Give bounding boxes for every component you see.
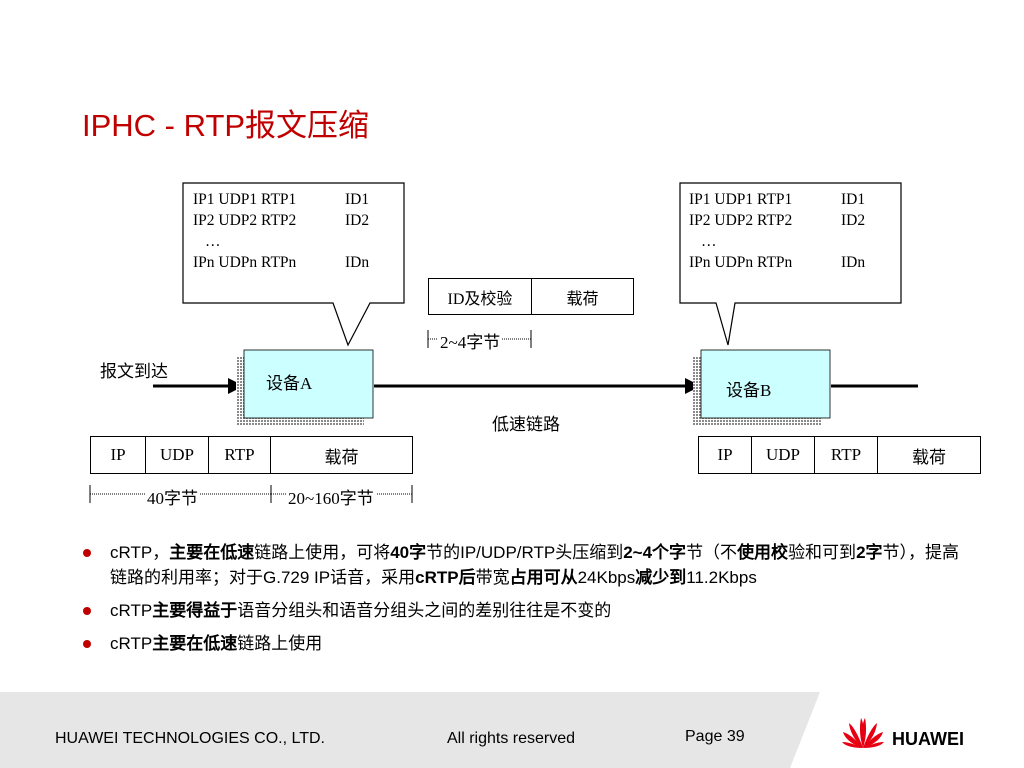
callout-b-row: IPn UDPn RTPn IDn: [689, 252, 865, 273]
bullet-segment: cRTP，: [110, 543, 170, 562]
bullet-list: cRTP，主要在低速链路上使用，可将40字节的IP/UDP/RTP头压缩到2~4…: [80, 540, 960, 664]
bullet-dot-icon: [83, 549, 91, 557]
bullet-segment: 2~4个字: [623, 543, 687, 562]
callout-a-flow: IP1 UDP1 RTP1: [193, 191, 297, 208]
header-size-label: 40字节: [145, 484, 200, 509]
bullet-segment: 链路上使用，可将: [254, 543, 391, 562]
bullet-item: cRTP主要在低速链路上使用: [80, 631, 960, 656]
bullet-segment: 带宽: [475, 568, 510, 587]
arrival-label: 报文到达: [100, 362, 168, 381]
footer-company: HUAWEI TECHNOLOGIES CO., LTD.: [55, 730, 325, 747]
bullet-segment: 11.2Kbps: [686, 568, 757, 587]
bullet-item: cRTP主要得益于语音分组头和语音分组头之间的差别往往是不变的: [80, 598, 960, 623]
device-b-label: 设备B: [726, 381, 772, 400]
bullet-segment: 节（不: [686, 543, 738, 562]
callout-a-bubble: [182, 182, 405, 347]
bullet-segment: 减少到: [635, 568, 687, 587]
callout-a-flow: IPn UDPn RTPn: [193, 254, 297, 271]
callout-a-table: IP1 UDP1 RTP1 ID1 IP2 UDP2 RTP2 ID2 … IP…: [193, 189, 369, 273]
footer: HUAWEI TECHNOLOGIES CO., LTD. All rights…: [0, 692, 1024, 768]
bullet-segment: 验和可到: [788, 543, 857, 562]
callout-b-flow: IPn UDPn RTPn: [689, 254, 793, 271]
callout-b-id: IDn: [841, 254, 866, 271]
bullet-segment: 使用校: [737, 543, 789, 562]
callout-a-id: ID1: [345, 191, 370, 208]
callout-b-row: IP2 UDP2 RTP2 ID2: [689, 210, 865, 231]
slide-title: IPHC - RTP报文压缩: [82, 108, 370, 143]
bullet-segment: cRTP: [110, 634, 153, 653]
huawei-logo-icon: [842, 718, 884, 748]
bullet-segment: 主要在低速: [169, 543, 255, 562]
bullet-segment: 节），提高链路的利用率；对于G.729 IP话音，采用: [110, 543, 960, 587]
device-a-box: [243, 349, 374, 419]
callout-a-id: IDn: [345, 254, 370, 271]
packet-a-payload-cell: 载荷: [324, 447, 359, 467]
packet-a: IP UDP RTP 载荷: [90, 436, 413, 474]
bullet-text: cRTP主要在低速链路上使用: [110, 634, 322, 653]
packet-b-rtp-cell: RTP: [815, 437, 878, 473]
bullet-dot-icon: [83, 640, 91, 648]
callout-b-table: IP1 UDP1 RTP1 ID1 IP2 UDP2 RTP2 ID2 … IP…: [689, 189, 865, 273]
callout-b-flow: IP1 UDP1 RTP1: [689, 191, 793, 208]
bullet-segment: 主要在低速: [152, 634, 238, 653]
footer-page-number: Page 39: [685, 728, 745, 745]
compressed-packet: ID及校验 载荷: [428, 278, 634, 315]
callout-a-row: IP1 UDP1 RTP1 ID1: [193, 189, 369, 210]
callout-a-flow: IP2 UDP2 RTP2: [193, 212, 297, 229]
compressed-payload-cell: 载荷: [566, 290, 599, 308]
bullet-segment: 主要得益于: [152, 601, 238, 620]
footer-rights: All rights reserved: [447, 730, 576, 747]
callout-b-id: ID2: [841, 212, 866, 229]
callout-b-id: ID1: [841, 191, 866, 208]
diagram-canvas: [89, 182, 918, 503]
compressed-size-label: 2~4字节: [438, 328, 503, 353]
callout-a-row: IP2 UDP2 RTP2 ID2: [193, 210, 369, 231]
bullet-item: cRTP，主要在低速链路上使用，可将40字节的IP/UDP/RTP头压缩到2~4…: [80, 540, 960, 590]
callout-b-flow: IP2 UDP2 RTP2: [689, 212, 793, 229]
link-label: 低速链路: [492, 415, 560, 434]
packet-b-payload-cell: 载荷: [912, 447, 946, 467]
bullet-segment: cRTP后: [415, 568, 476, 587]
callout-a-ellipsis: …: [205, 233, 221, 250]
bullet-segment: 节的IP/UDP/RTP头压缩到: [426, 543, 624, 562]
callout-b-ellipsis: …: [701, 233, 717, 250]
bullet-segment: 占用可从: [509, 568, 578, 587]
callout-b-bubble: [679, 182, 902, 346]
device-a-label: 设备A: [266, 374, 313, 393]
packet-b-ip-cell: IP: [699, 437, 752, 473]
bullet-segment: 2字: [856, 543, 883, 562]
bullet-text: cRTP主要得益于语音分组头和语音分组头之间的差别往往是不变的: [110, 601, 611, 620]
footer-brand: HUAWEI: [892, 729, 964, 749]
callout-a-row: IPn UDPn RTPn IDn: [193, 252, 369, 273]
callout-a-ellipsis-row: …: [193, 231, 369, 252]
callout-a-id: ID2: [345, 212, 370, 229]
device-b-box: [700, 349, 831, 419]
packet-a-udp-cell: UDP: [146, 437, 209, 473]
footer-brand-panel: HUAWEI: [790, 692, 1024, 768]
bullet-segment: 语音分组头和语音分组头之间的差别往往是不变的: [237, 601, 612, 620]
compressed-header-cell: ID及校验: [429, 279, 532, 314]
bullet-segment: cRTP: [110, 601, 153, 620]
bullet-segment: 链路上使用: [237, 634, 323, 653]
packet-a-rtp-cell: RTP: [209, 437, 271, 473]
bullet-segment: 24Kbps: [577, 568, 636, 587]
bullet-text: cRTP，主要在低速链路上使用，可将40字节的IP/UDP/RTP头压缩到2~4…: [110, 543, 959, 587]
packet-b: IP UDP RTP 载荷: [698, 436, 981, 474]
bullet-dot-icon: [83, 607, 91, 615]
callout-b-ellipsis-row: …: [689, 231, 865, 252]
packet-b-udp-cell: UDP: [752, 437, 815, 473]
packet-a-ip-cell: IP: [91, 437, 146, 473]
callout-b-row: IP1 UDP1 RTP1 ID1: [689, 189, 865, 210]
payload-size-label: 20~160字节: [286, 484, 376, 509]
bullet-segment: 40字: [390, 543, 427, 562]
